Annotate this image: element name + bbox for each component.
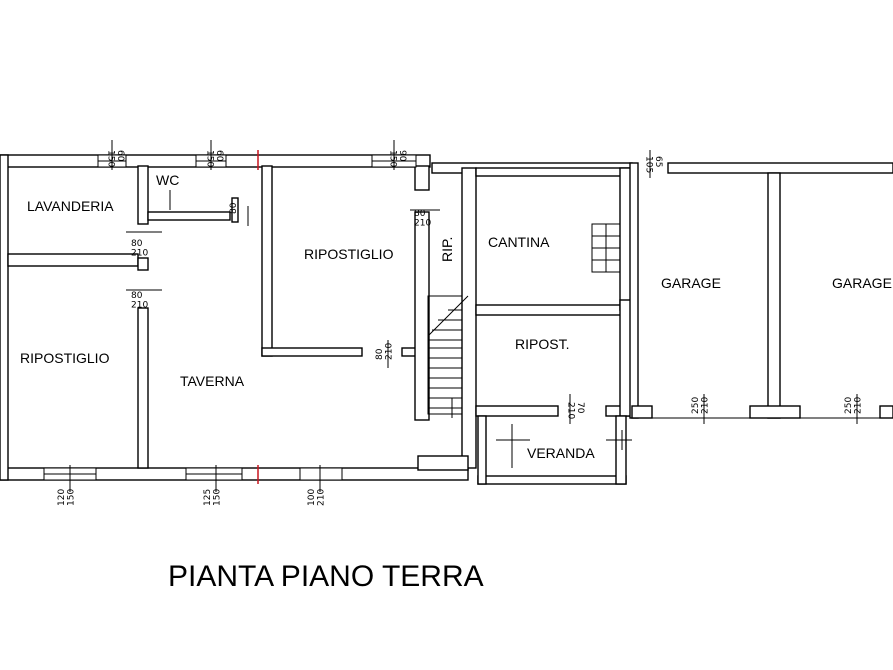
wall-lav-rip xyxy=(7,253,139,267)
wall-ripost-bottom xyxy=(475,405,559,417)
wall-garage-divider xyxy=(767,172,781,419)
label-ripost: RIPOST. xyxy=(515,336,569,352)
wall-wc-bottom xyxy=(147,211,231,221)
dim-door-ripost: 70210 xyxy=(566,402,585,419)
dim-win-bottom-3: 100210 xyxy=(307,489,326,506)
label-garage-2: GARAGE xyxy=(832,275,892,291)
dim-door-garage-1: 250210 xyxy=(691,397,710,414)
walls xyxy=(0,154,893,485)
dim-win-top-3: 90150 xyxy=(388,150,407,167)
cantina-stair xyxy=(591,223,621,273)
wall-cantina-bottom xyxy=(475,304,627,316)
dim-win-bottom-1: 120150 xyxy=(57,489,76,506)
wall-ripo-bottom-right xyxy=(401,347,417,357)
label-cantina: CANTINA xyxy=(488,234,550,250)
label-rip: RIP. xyxy=(439,237,455,262)
wall-top-right xyxy=(667,162,893,174)
dim-door-rip-center-bottom: 80210 xyxy=(375,343,394,360)
dim-door-wc: 80 xyxy=(229,202,239,214)
dim-win-top-1: 60150 xyxy=(106,150,125,167)
dim-win-bottom-2: 125150 xyxy=(203,489,222,506)
label-lavanderia: LAVANDERIA xyxy=(27,198,114,214)
wall-garage-jambs xyxy=(749,405,801,419)
label-ripostiglio-left: RIPOSTIGLIO xyxy=(20,350,110,366)
wall-rip-taverna xyxy=(137,307,149,469)
staircase xyxy=(427,295,469,415)
wall-stub xyxy=(137,257,149,271)
wall-taverna-stub xyxy=(417,455,469,471)
wall-veranda-right xyxy=(615,415,627,485)
wall-ripo-right xyxy=(414,211,430,421)
label-garage-1: GARAGE xyxy=(661,275,721,291)
wall-garage1-left xyxy=(629,162,639,419)
dim-win-top-2: 60150 xyxy=(205,150,224,167)
label-taverna: TAVERNA xyxy=(180,373,245,389)
label-ripostiglio-center: RIPOSTIGLIO xyxy=(304,246,394,262)
wall-garage2-jamb xyxy=(879,405,893,419)
dimension-ticks xyxy=(69,140,858,492)
wall-ripo-left xyxy=(261,165,273,357)
dim-door-garage-2: 250210 xyxy=(844,397,863,414)
window-bottom-3 xyxy=(299,467,343,481)
wall-wc-door xyxy=(231,197,239,223)
wall-cantina-top xyxy=(475,167,631,177)
label-veranda: VERANDA xyxy=(527,445,595,461)
dim-win-top-4: 65105 xyxy=(644,156,663,173)
wall-ripo-bottom xyxy=(261,347,363,357)
wall-rip-right xyxy=(461,167,477,469)
label-wc: WC xyxy=(156,172,179,188)
wall-left xyxy=(0,154,9,481)
wall-veranda-left xyxy=(477,415,487,485)
wall-bottom-veranda xyxy=(477,475,627,485)
wall-lav-wc xyxy=(137,165,149,225)
plan-title: PIANTA PIANO TERRA xyxy=(168,560,484,593)
wall-ripo-right-top xyxy=(414,165,430,191)
wall-garage1-jamb-left xyxy=(631,405,653,419)
